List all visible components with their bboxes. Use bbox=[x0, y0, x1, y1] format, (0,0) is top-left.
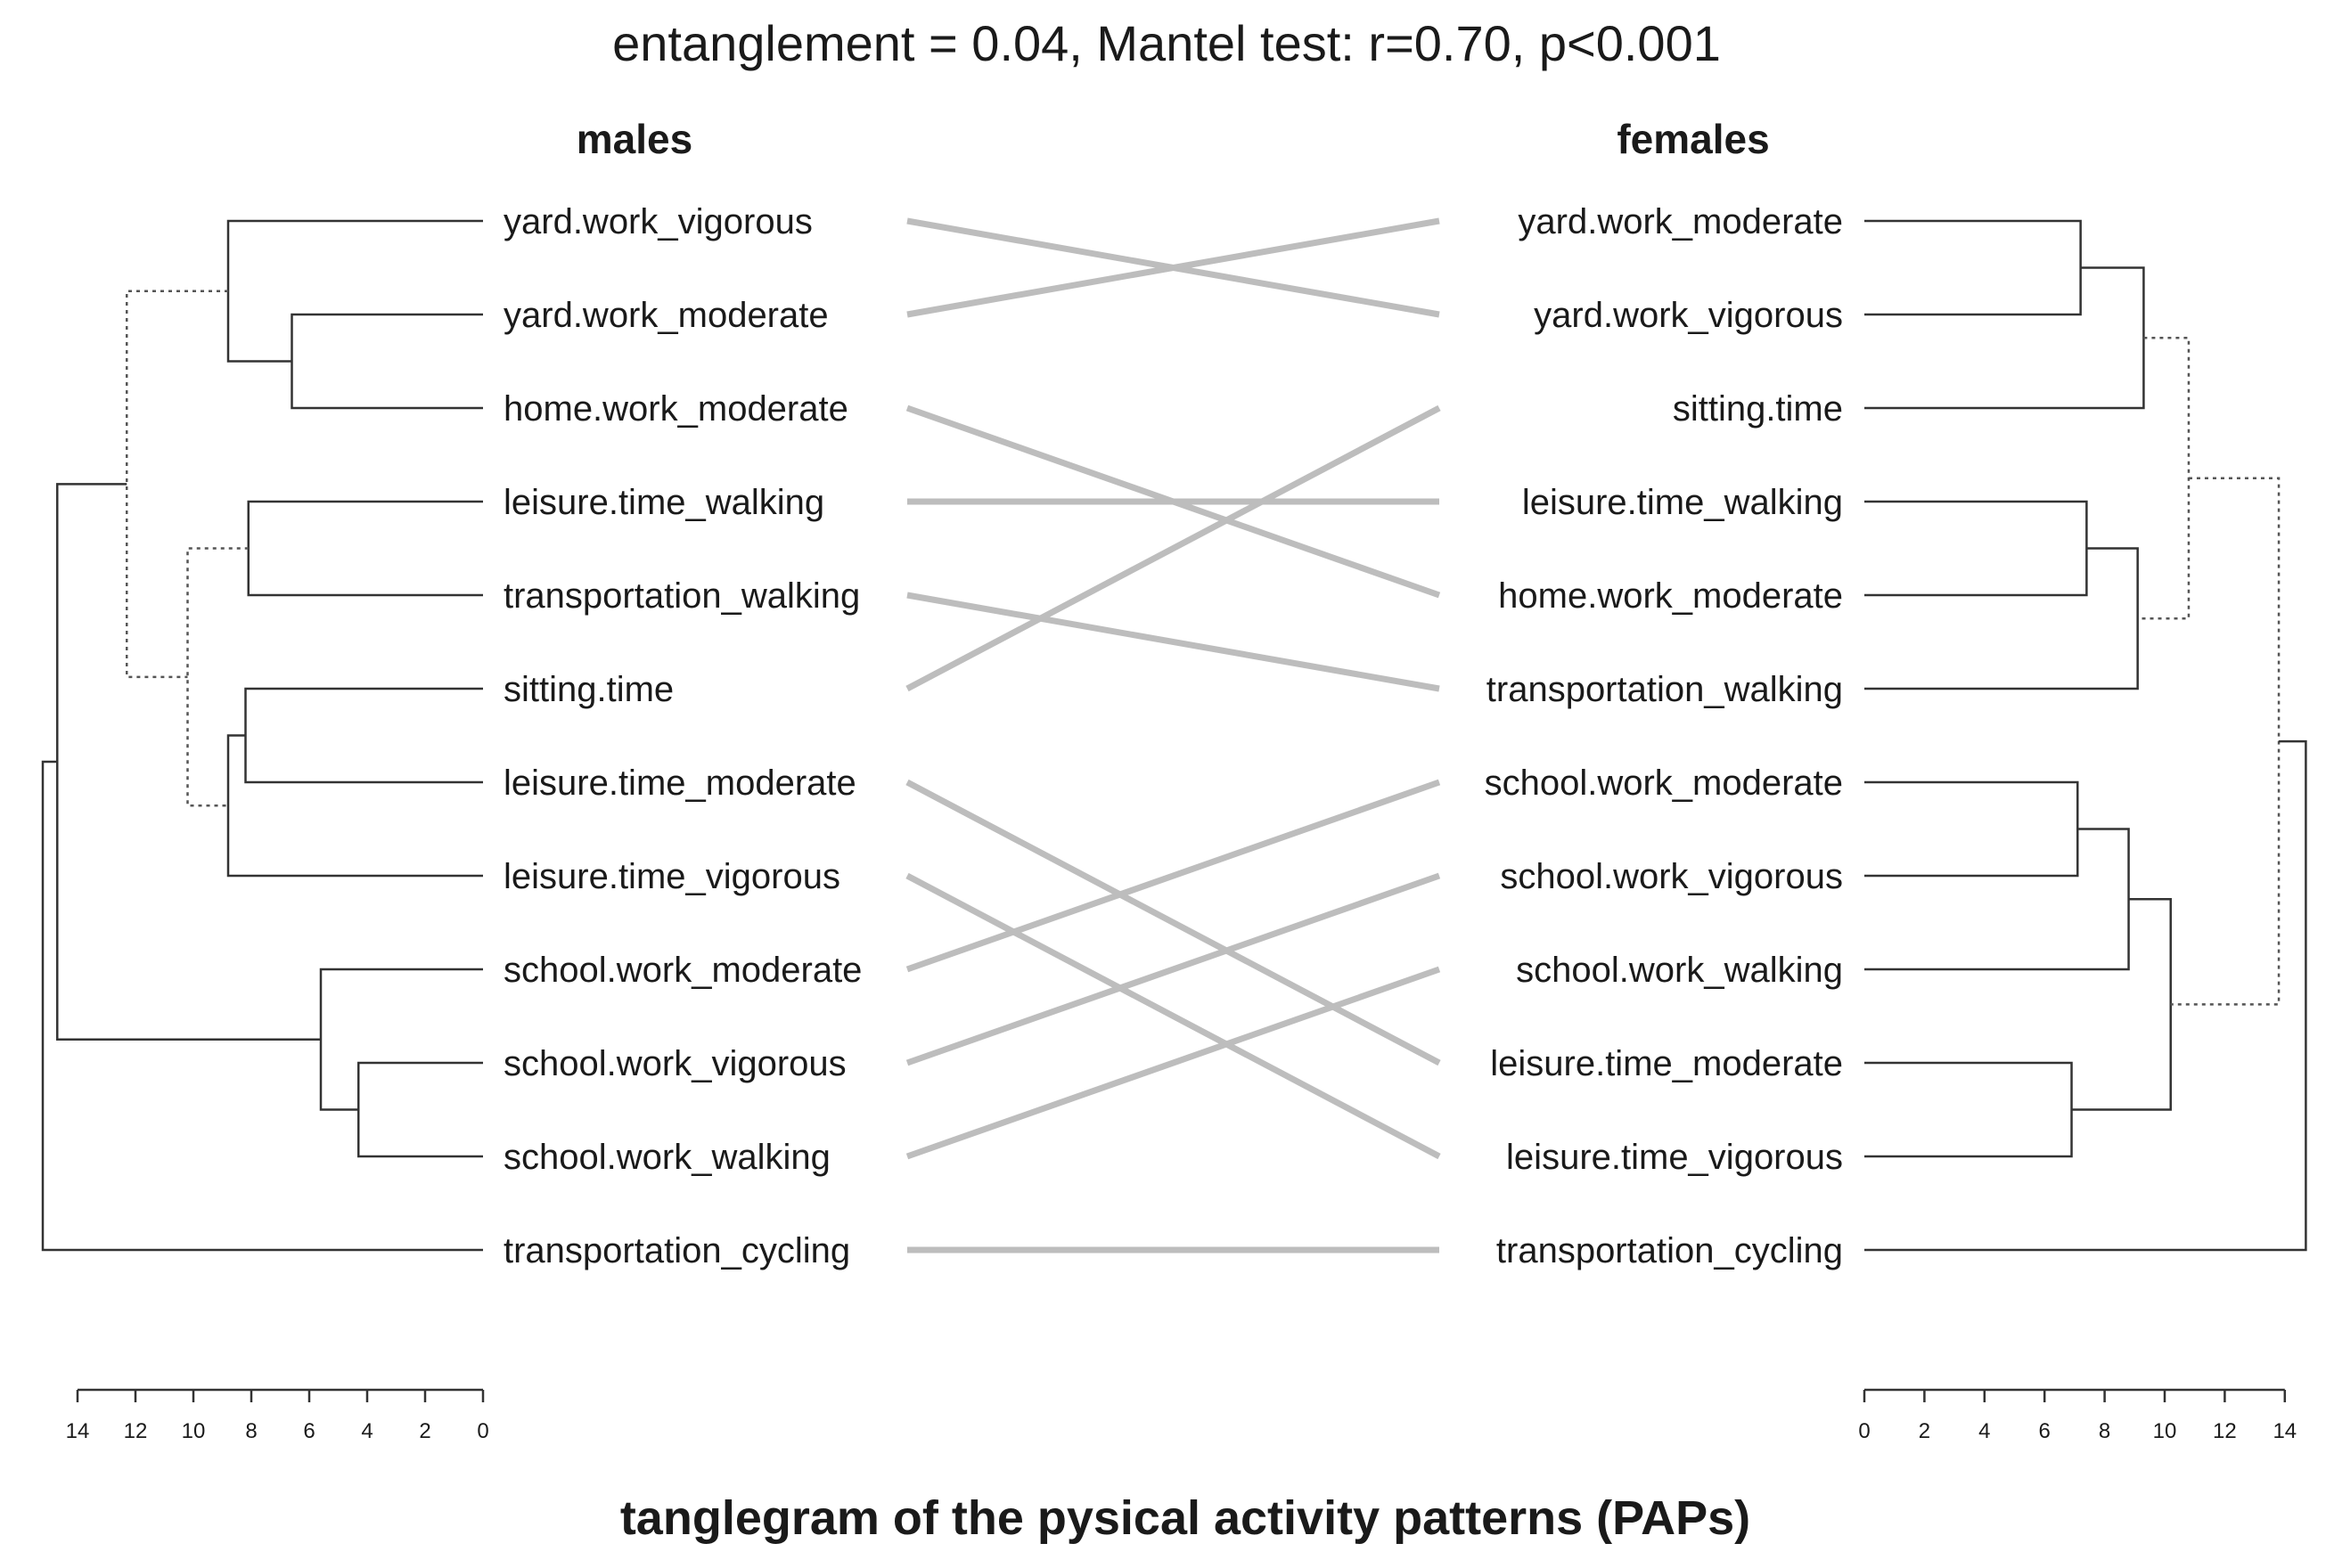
left-leaf-transportation-cycling: transportation_cycling bbox=[504, 1231, 850, 1270]
chart-title: entanglement = 0.04, Mantel test: r=0.70… bbox=[612, 15, 1721, 71]
left-branch-m9 bbox=[319, 968, 483, 1111]
left-leaf-yard-work-vigorous: yard.work_vigorous bbox=[504, 202, 813, 241]
left-axis-tick-label: 4 bbox=[361, 1419, 373, 1443]
left-axis-tick-label: 8 bbox=[245, 1419, 257, 1443]
left-branch-m7 bbox=[126, 290, 228, 679]
left-dendrogram bbox=[41, 219, 483, 1252]
right-leaf-leisure-time-walking: leisure.time_walking bbox=[1522, 483, 1843, 522]
link-yard-work-moderate bbox=[906, 217, 1440, 318]
right-leaf-school-work-vigorous: school.work_vigorous bbox=[1500, 857, 1843, 896]
left-leaf-labels: yard.work_vigorous yard.work_moderatehome… bbox=[504, 202, 862, 1270]
left-branch-m11 bbox=[41, 760, 483, 1252]
link-school-work-walking bbox=[905, 966, 1441, 1160]
right-leaf-school-work-moderate: school.work_moderate bbox=[1485, 764, 1843, 803]
link-leisure-time-moderate bbox=[905, 779, 1441, 1066]
right-tree-title: females bbox=[1617, 116, 1769, 162]
left-axis-tick-label: 12 bbox=[124, 1419, 148, 1443]
left-branch-m4 bbox=[244, 687, 483, 784]
chart-caption: tanglegram of the pysical activity patte… bbox=[620, 1491, 1750, 1545]
left-leaf-leisure-time-vigorous: leisure.time_vigorous bbox=[504, 857, 840, 896]
left-leaf-leisure-time-walking: leisure.time_walking bbox=[504, 483, 824, 522]
right-leaf-home-work-moderate: home.work_moderate bbox=[1498, 576, 1843, 616]
right-branch-f5 bbox=[2137, 337, 2191, 620]
right-leaf-transportation-walking: transportation_walking bbox=[1486, 670, 1843, 709]
link-transportation-walking bbox=[906, 592, 1440, 692]
link-school-work-moderate bbox=[905, 779, 1441, 973]
right-branch-f8 bbox=[1864, 1061, 2073, 1158]
left-leaf-yard-work-moderate: yard.work_moderate bbox=[504, 296, 829, 335]
left-leaf-school-work-vigorous: school.work_vigorous bbox=[504, 1044, 847, 1083]
left-height-axis: 14 12 10 8 6 4 2 0 bbox=[66, 1388, 489, 1443]
right-leaf-transportation-cycling: transportation_cycling bbox=[1496, 1231, 1843, 1270]
right-leaf-leisure-time-vigorous: leisure.time_vigorous bbox=[1506, 1138, 1843, 1177]
link-sitting-time bbox=[905, 404, 1441, 692]
right-axis-tick-label: 2 bbox=[1919, 1419, 1930, 1443]
right-leaf-yard-work-moderate: yard.work_moderate bbox=[1518, 202, 1843, 241]
left-leaf-leisure-time-moderate: leisure.time_moderate bbox=[504, 764, 856, 803]
left-leaf-school-work-moderate: school.work_moderate bbox=[504, 951, 862, 990]
left-axis-tick-label: 6 bbox=[303, 1419, 315, 1443]
right-axis-tick-label: 6 bbox=[2039, 1419, 2051, 1443]
right-leaf-leisure-time-moderate: leisure.time_moderate bbox=[1490, 1044, 1843, 1083]
link-school-work-vigorous bbox=[905, 872, 1441, 1066]
connector-lines bbox=[905, 217, 1441, 1254]
left-branch-m1 bbox=[291, 313, 483, 410]
right-branch-f11 bbox=[1864, 739, 2307, 1252]
left-branch-m8 bbox=[357, 1061, 483, 1158]
right-dendrogram bbox=[1864, 219, 2307, 1252]
left-branch-m5 bbox=[226, 734, 483, 878]
right-branch-f7 bbox=[1864, 828, 2130, 971]
right-leaf-sitting-time: sitting.time bbox=[1673, 389, 1843, 429]
left-leaf-home-work-moderate: home.work_moderate bbox=[504, 389, 848, 429]
right-axis-tick-label: 10 bbox=[2153, 1419, 2177, 1443]
right-branch-f3 bbox=[1864, 500, 2088, 597]
left-branch-m10 bbox=[56, 483, 321, 1041]
right-branch-f2 bbox=[1864, 266, 2145, 410]
right-branch-f1 bbox=[1864, 219, 2082, 316]
left-leaf-transportation-walking: transportation_walking bbox=[504, 576, 860, 616]
left-axis-tick-label: 10 bbox=[182, 1419, 206, 1443]
right-leaf-school-work-walking: school.work_walking bbox=[1516, 951, 1843, 990]
right-leaf-yard-work-vigorous: yard.work_vigorous bbox=[1534, 296, 1843, 335]
right-leaf-labels: yard.work_moderate yard.work_vigoroussitt… bbox=[1485, 202, 1843, 1270]
right-axis-tick-label: 4 bbox=[1978, 1419, 1990, 1443]
right-height-axis: 0 2 4 6 8 10 12 14 bbox=[1858, 1388, 2297, 1443]
right-axis-tick-label: 12 bbox=[2213, 1419, 2237, 1443]
left-branch-m3 bbox=[247, 500, 483, 597]
left-axis-tick-label: 2 bbox=[419, 1419, 430, 1443]
right-axis-tick-label: 0 bbox=[1858, 1419, 1870, 1443]
left-branch-m6 bbox=[186, 547, 249, 807]
right-axis-tick-label: 14 bbox=[2273, 1419, 2297, 1443]
left-leaf-school-work-walking: school.work_walking bbox=[504, 1138, 831, 1177]
right-branch-f4 bbox=[1864, 547, 2139, 690]
right-branch-f10 bbox=[2170, 477, 2281, 1006]
left-axis-tick-label: 0 bbox=[477, 1419, 488, 1443]
left-axis-tick-label: 14 bbox=[66, 1419, 90, 1443]
left-tree-title: males bbox=[577, 116, 692, 162]
left-branch-m2 bbox=[226, 219, 483, 363]
right-branch-f6 bbox=[1864, 780, 2079, 878]
link-leisure-time-vigorous bbox=[905, 872, 1441, 1160]
right-axis-tick-label: 8 bbox=[2099, 1419, 2110, 1443]
right-branch-f9 bbox=[2071, 898, 2172, 1111]
left-leaf-sitting-time: sitting.time bbox=[504, 670, 674, 709]
